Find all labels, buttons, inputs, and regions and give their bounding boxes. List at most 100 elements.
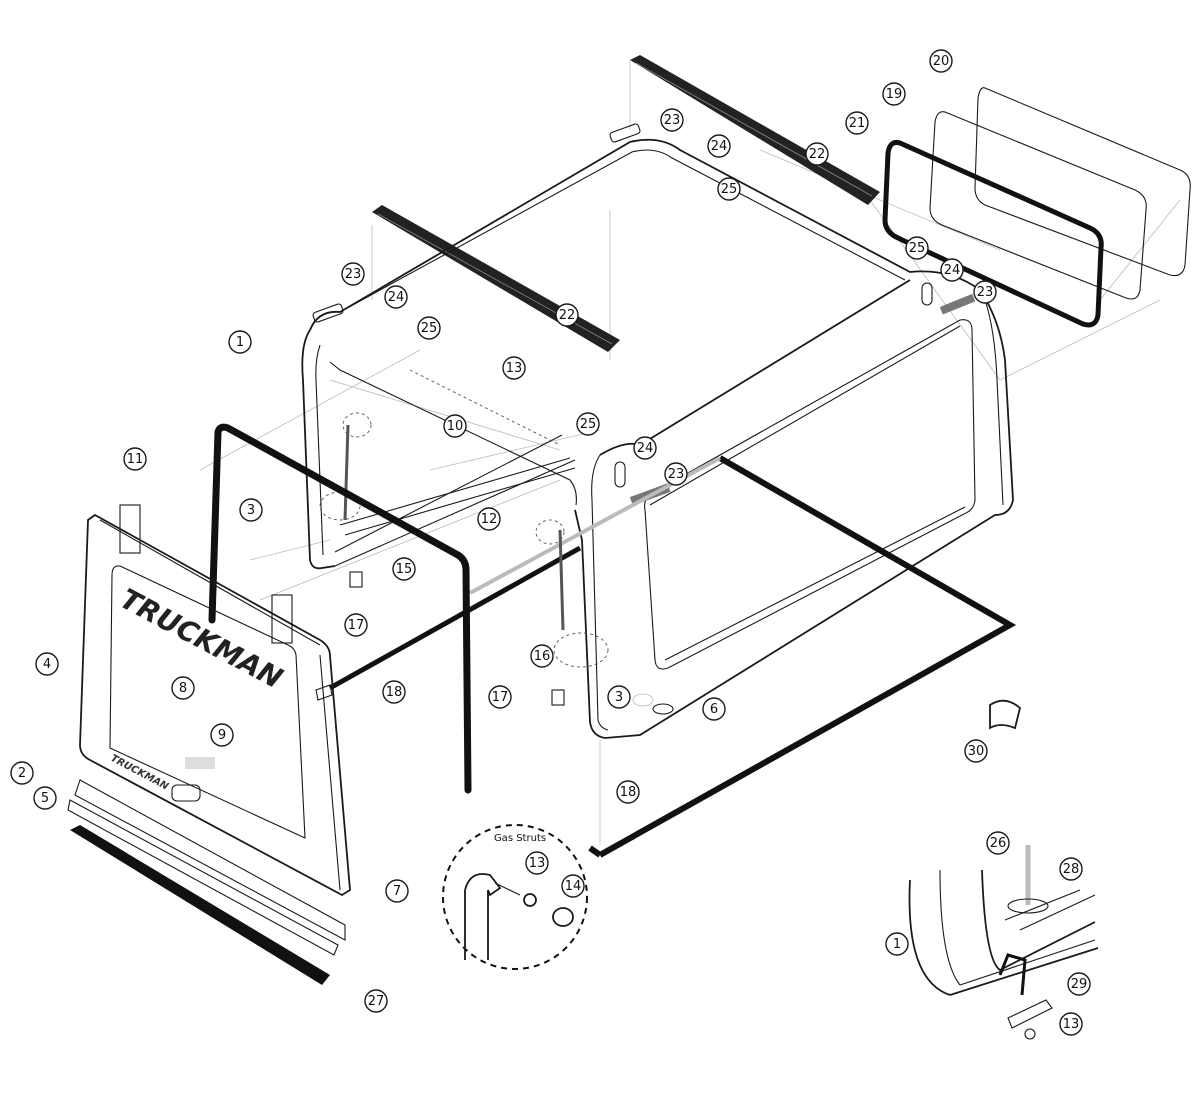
callout-label: 6: [710, 702, 718, 717]
callout-c13c: 13: [1059, 1012, 1083, 1036]
callout-c9: 9: [210, 723, 234, 747]
callout-circle: [239, 498, 263, 522]
callout-circle: [384, 285, 408, 309]
callout-circle: [1059, 857, 1083, 881]
callout-label: 10: [447, 419, 464, 434]
callout-circle: [1067, 972, 1091, 996]
callout-label: 27: [368, 994, 385, 1009]
callout-c1b: 1: [885, 932, 909, 956]
callout-label: 1: [236, 335, 244, 350]
callout-c12: 12: [477, 507, 501, 531]
callout-label: 23: [977, 285, 994, 300]
callout-circle: [228, 330, 252, 354]
callout-label: 2: [18, 766, 26, 781]
callout-circle: [905, 236, 929, 260]
callout-c2: 2: [10, 761, 34, 785]
callout-c25d: 25: [576, 412, 600, 436]
callout-label: 24: [944, 263, 961, 278]
callout-label: 14: [565, 879, 582, 894]
base-seal: [328, 455, 1017, 858]
callout-circle: [576, 412, 600, 436]
callouts-layer: 1123345678910111213131314151617171818192…: [10, 49, 1091, 1036]
callout-circle: [33, 786, 57, 810]
callout-circle: [417, 316, 441, 340]
callout-circle: [123, 447, 147, 471]
callout-c17a: 17: [344, 613, 368, 637]
callout-circle: [555, 303, 579, 327]
callout-circle: [525, 851, 549, 875]
callout-circle: [707, 134, 731, 158]
callout-label: 24: [388, 290, 405, 305]
callout-label: 17: [492, 690, 509, 705]
callout-label: 7: [393, 884, 401, 899]
callout-c10: 10: [443, 414, 467, 438]
callout-circle: [805, 142, 829, 166]
callout-c13a: 13: [502, 356, 526, 380]
callout-label: 13: [529, 856, 546, 871]
callout-label: 13: [506, 361, 523, 376]
callout-label: 16: [534, 649, 551, 664]
callout-c14: 14: [561, 874, 585, 898]
callout-circle: [10, 761, 34, 785]
callout-circle: [1059, 1012, 1083, 1036]
callout-label: 25: [580, 417, 597, 432]
callout-label: 23: [664, 113, 681, 128]
callout-label: 3: [615, 690, 623, 705]
callout-c21: 21: [845, 111, 869, 135]
callout-c18a: 18: [382, 680, 406, 704]
callout-label: 4: [43, 657, 51, 672]
callout-c29: 29: [1067, 972, 1091, 996]
callout-c19: 19: [882, 82, 906, 106]
callout-circle: [477, 507, 501, 531]
small-hardware: [315, 571, 565, 706]
callout-label: 11: [127, 452, 144, 467]
callout-label: 25: [721, 182, 738, 197]
callout-c22a: 22: [555, 303, 579, 327]
callout-circle: [973, 280, 997, 304]
callout-circle: [940, 258, 964, 282]
callout-c1a: 1: [228, 330, 252, 354]
callout-circle: [392, 557, 416, 581]
callout-circle: [382, 680, 406, 704]
callout-circle: [364, 989, 388, 1013]
roof-rails: [372, 55, 880, 352]
callout-label: 20: [933, 54, 950, 69]
callout-label: 22: [559, 308, 576, 323]
callout-circle: [171, 676, 195, 700]
callout-label: 23: [345, 267, 362, 282]
callout-c5: 5: [33, 786, 57, 810]
callout-circle: [633, 436, 657, 460]
rear-window-assembly: [882, 87, 1191, 328]
callout-label: 29: [1071, 977, 1088, 992]
callout-circle: [35, 652, 59, 676]
callout-c27: 27: [364, 989, 388, 1013]
callout-c24b: 24: [707, 134, 731, 158]
callout-circle: [986, 831, 1010, 855]
callout-circle: [929, 49, 953, 73]
inset-title: Gas Struts: [494, 833, 546, 844]
callout-circle: [443, 414, 467, 438]
bottom-trims: [67, 779, 346, 985]
callout-circle: [882, 82, 906, 106]
callout-c3a: 3: [239, 498, 263, 522]
callout-c30: 30: [964, 739, 988, 763]
callout-label: 12: [481, 512, 498, 527]
callout-circle: [341, 262, 365, 286]
callout-circle: [664, 462, 688, 486]
callout-circle: [616, 780, 640, 804]
callout-c13b: 13: [525, 851, 549, 875]
callout-c6: 6: [702, 697, 726, 721]
rear-window-seal: [882, 140, 1104, 328]
callout-label: 18: [620, 785, 637, 800]
callout-label: 15: [396, 562, 413, 577]
callout-label: 28: [1063, 862, 1080, 877]
callout-label: 3: [247, 503, 255, 518]
callout-circle: [344, 613, 368, 637]
callout-circle: [702, 697, 726, 721]
callout-c22b: 22: [805, 142, 829, 166]
callout-circle: [530, 644, 554, 668]
projection-lines: [199, 60, 1181, 845]
callout-circle: [385, 879, 409, 903]
callout-c24a: 24: [384, 285, 408, 309]
